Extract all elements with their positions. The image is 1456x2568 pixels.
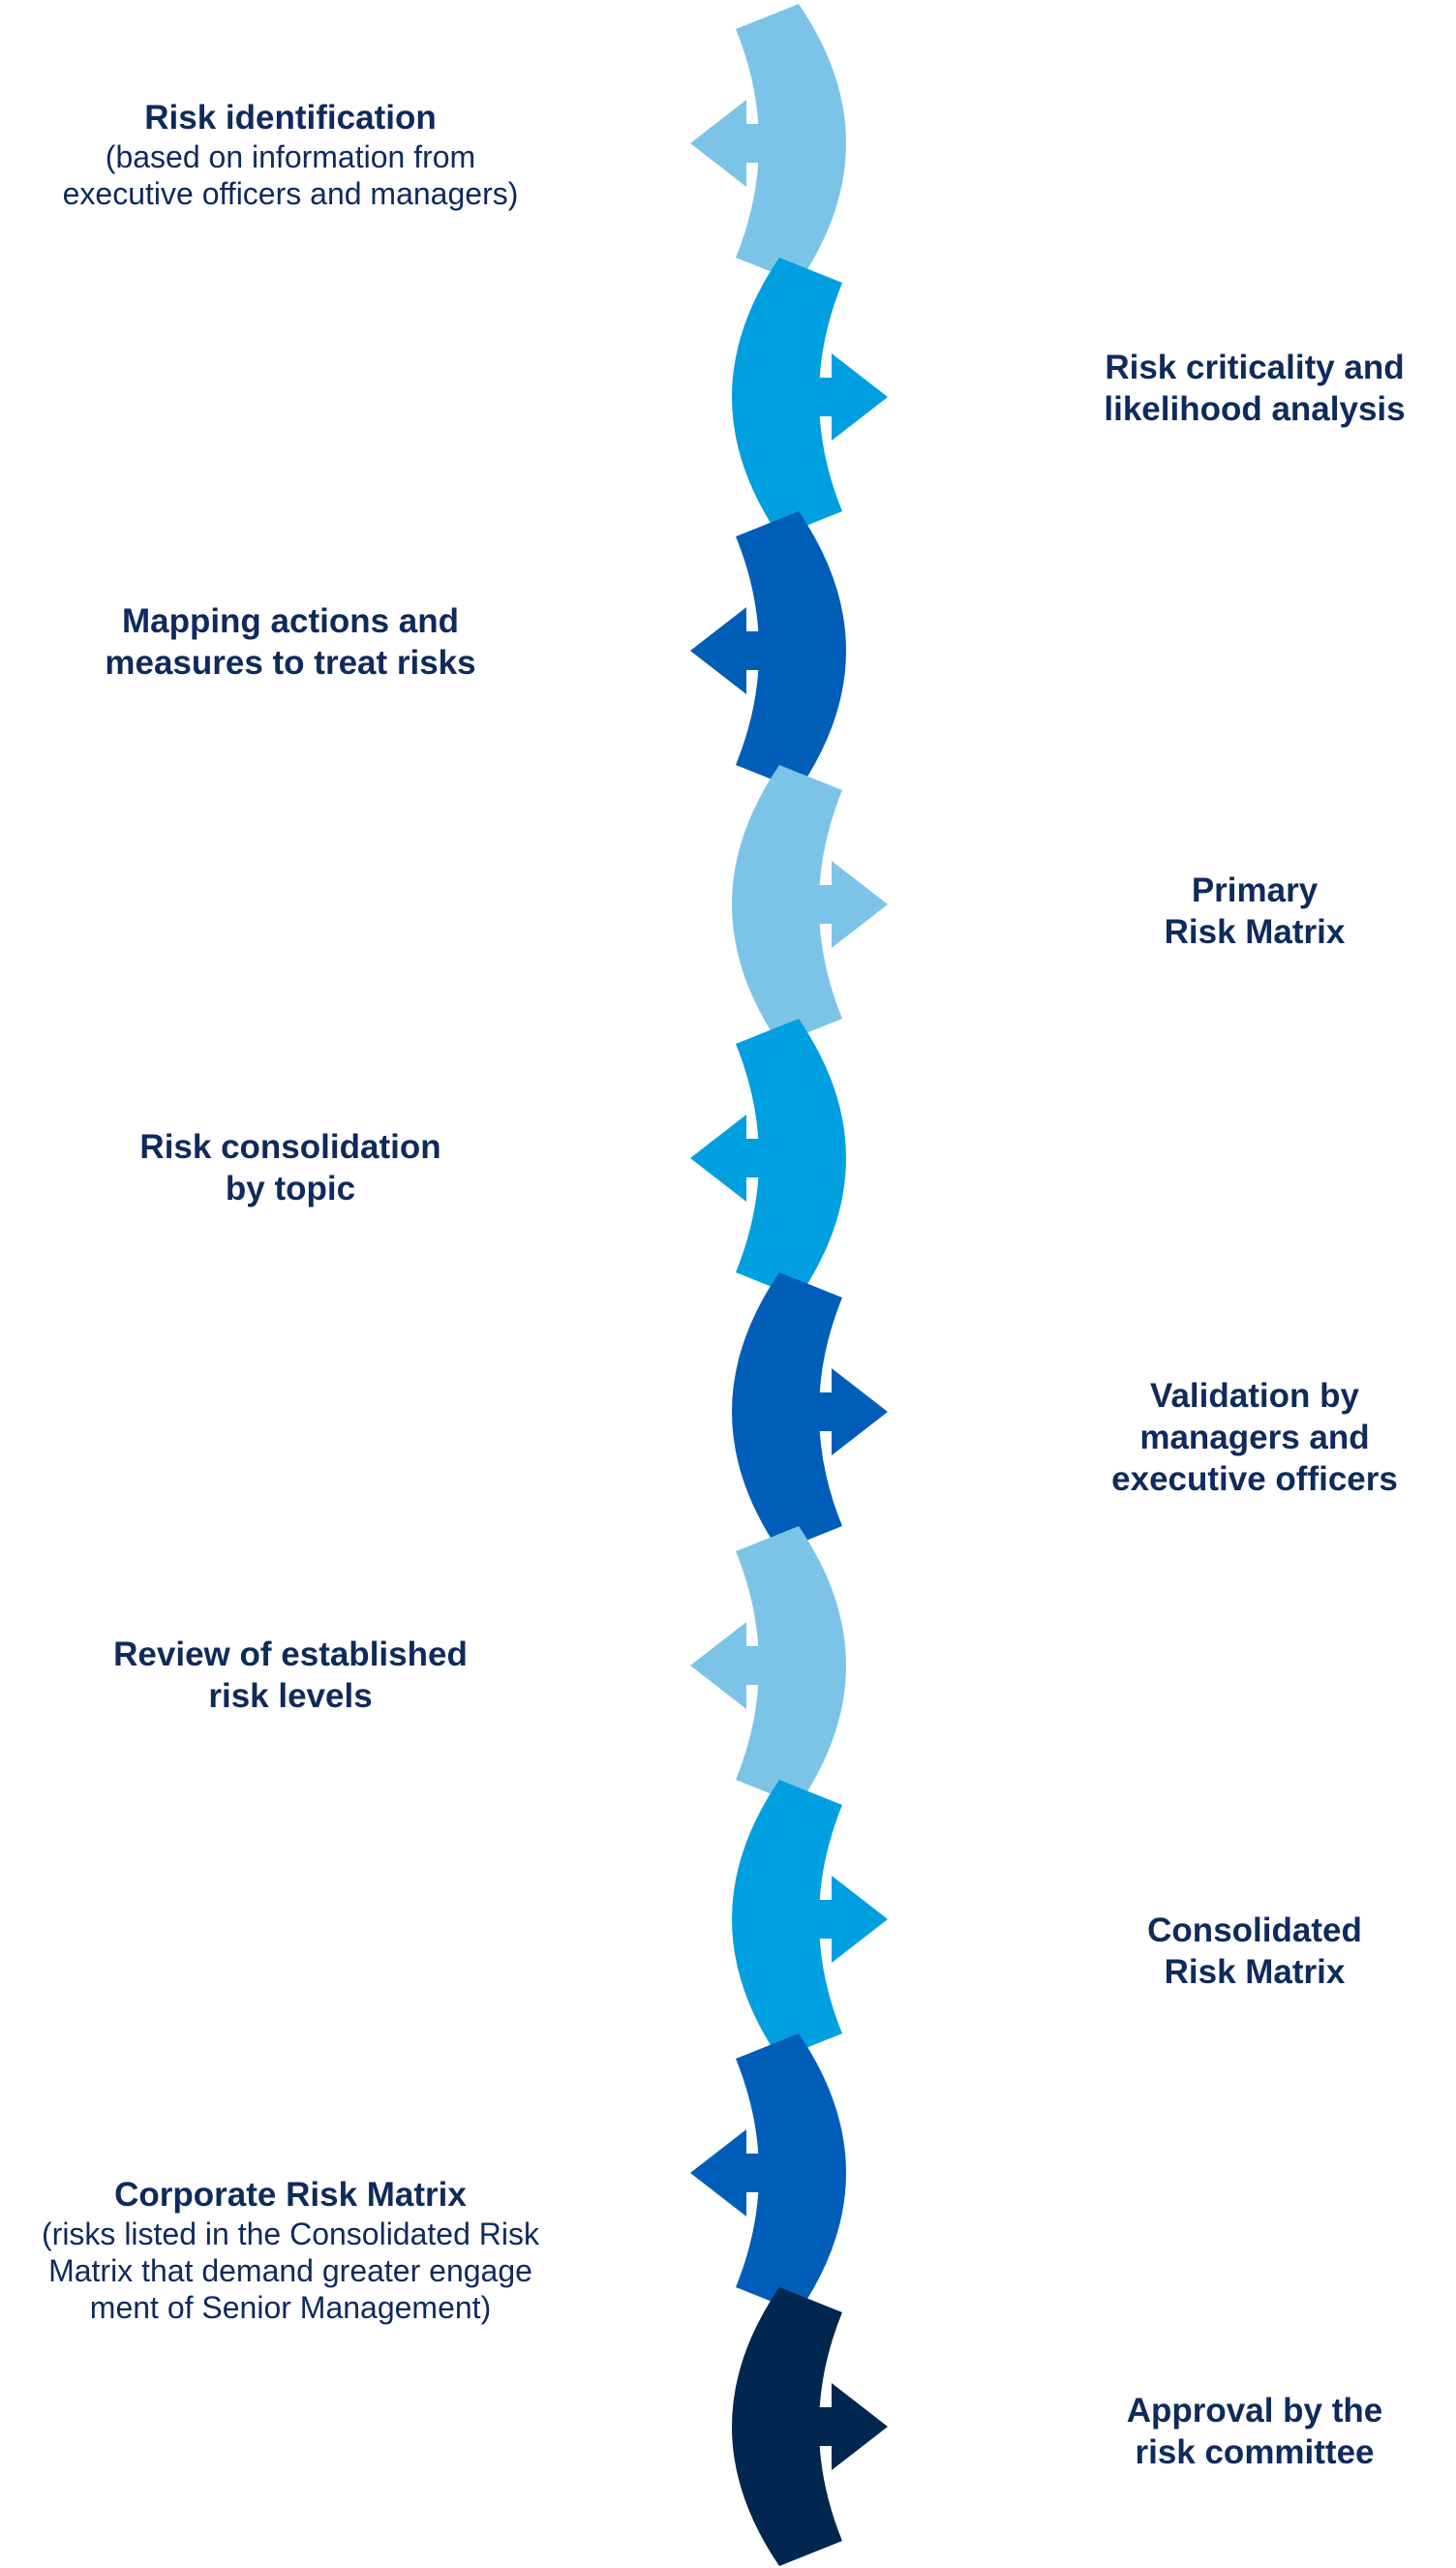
step-9-description: (risks listed in the Consolidated Risk M…: [42, 2216, 539, 2325]
step-6-arrow: [732, 1272, 888, 1551]
step-5-pointer: [690, 1115, 816, 1202]
step-3-title: Mapping actions and measures to treat ri…: [105, 602, 476, 682]
step-8-title: Consolidated Risk Matrix: [1147, 1911, 1362, 1991]
step-4-arrow: [732, 765, 888, 1044]
step-1-arrow: [690, 4, 846, 283]
step-6-title: Validation by managers and executive off…: [1111, 1377, 1398, 1498]
step-6-label: Validation by managers and executive off…: [1055, 1375, 1454, 1500]
step-5-arrow: [690, 1019, 846, 1298]
step-6-pointer: [762, 1368, 888, 1455]
step-1-title: Risk identification: [144, 99, 437, 137]
step-2-title: Risk criticality and likelihood analysis: [1104, 349, 1406, 428]
step-3-label: Mapping actions and measures to treat ri…: [0, 600, 581, 684]
step-2-arrow: [732, 258, 888, 536]
step-8-arrow: [732, 1780, 888, 2059]
step-9-pointer: [690, 2129, 816, 2216]
step-10-arrow: [732, 2287, 888, 2566]
step-2-pointer: [762, 353, 888, 441]
step-7-title: Review of established risk levels: [113, 1636, 468, 1715]
step-9-title: Corporate Risk Matrix: [114, 2176, 467, 2214]
step-1-label: Risk identification (based on informatio…: [0, 97, 581, 212]
step-10-pointer: [762, 2383, 888, 2470]
step-8-label: Consolidated Risk Matrix: [1055, 1910, 1454, 1993]
step-3-pointer: [690, 607, 816, 694]
step-7-pointer: [690, 1622, 816, 1709]
step-3-arrow: [690, 511, 846, 790]
step-4-pointer: [762, 861, 888, 948]
step-10-title: Approval by the risk committee: [1126, 2392, 1383, 2471]
step-9-label: Corporate Risk Matrix (risks listed in t…: [0, 2174, 581, 2326]
step-5-title: Risk consolidation by topic: [139, 1128, 441, 1208]
step-10-label: Approval by the risk committee: [1055, 2390, 1454, 2473]
step-7-label: Review of established risk levels: [0, 1634, 581, 1717]
step-1-pointer: [690, 100, 816, 187]
step-4-title: Primary Risk Matrix: [1164, 871, 1346, 951]
step-4-label: Primary Risk Matrix: [1055, 870, 1454, 953]
step-1-description: (based on information from executive off…: [62, 139, 519, 211]
step-7-arrow: [690, 1526, 846, 1805]
step-8-pointer: [762, 1876, 888, 1963]
step-2-label: Risk criticality and likelihood analysis: [1055, 347, 1454, 430]
step-9-arrow: [690, 2033, 846, 2312]
step-5-label: Risk consolidation by topic: [0, 1126, 581, 1209]
